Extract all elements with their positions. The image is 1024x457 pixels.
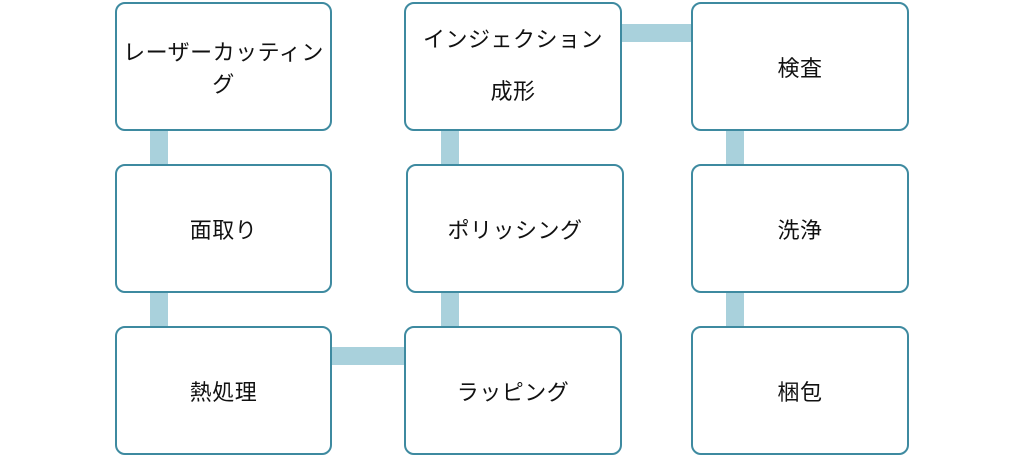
- connector-polishing-to-injection: [441, 125, 459, 170]
- connector-cleaning-to-packing: [726, 288, 744, 332]
- step-label: ラッピング: [456, 380, 570, 406]
- step-injection-molding: インジェクション 成形: [404, 2, 622, 131]
- step-label: 洗浄: [777, 218, 823, 244]
- step-packing: 梱包: [691, 326, 909, 455]
- connector-heat-to-lapping: [326, 347, 410, 365]
- step-label: 梱包: [777, 380, 823, 406]
- step-label: 面取り: [189, 218, 258, 244]
- step-label: ポリッシング: [447, 218, 583, 244]
- step-label: 検査: [777, 56, 823, 82]
- connector-injection-to-inspection: [614, 24, 698, 42]
- connector-inspection-to-cleaning: [726, 125, 744, 170]
- step-polishing: ポリッシング: [406, 164, 624, 293]
- connector-chamfer-to-heat: [150, 288, 168, 332]
- step-label-line1: インジェクション: [422, 27, 603, 53]
- step-inspection: 検査: [691, 2, 909, 131]
- step-lapping: ラッピング: [404, 326, 622, 455]
- connector-lapping-to-polishing: [441, 288, 459, 332]
- step-label-line2: 成形: [490, 79, 536, 105]
- step-label: レーザーカッティング: [123, 40, 324, 98]
- step-chamfering: 面取り: [115, 164, 332, 293]
- step-cleaning: 洗浄: [691, 164, 909, 293]
- step-label: 熱処理: [189, 380, 258, 406]
- step-laser-cutting: レーザーカッティング: [115, 2, 332, 131]
- step-heat-treatment: 熱処理: [115, 326, 332, 455]
- connector-laser-to-chamfer: [150, 125, 168, 170]
